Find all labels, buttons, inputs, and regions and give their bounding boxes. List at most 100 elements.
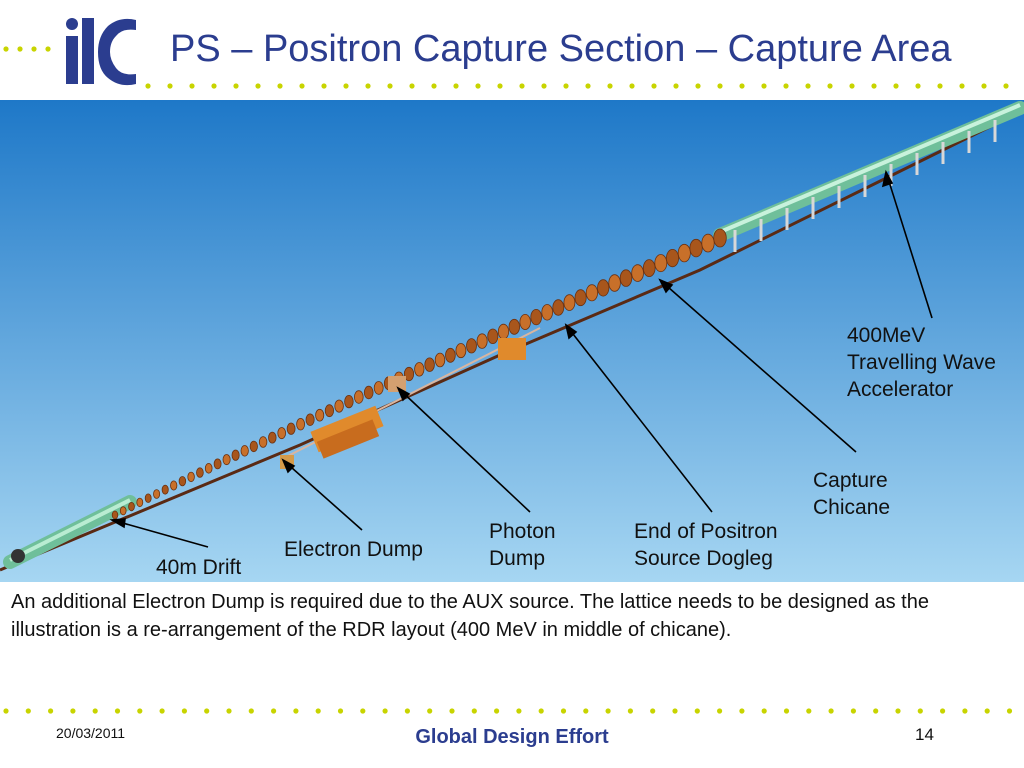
pointer-electron-dump-head xyxy=(281,458,296,474)
magnet xyxy=(414,362,425,377)
magnet xyxy=(144,493,152,503)
pointer-accelerator xyxy=(885,171,933,319)
decorative-dot xyxy=(871,83,877,89)
magnet xyxy=(128,501,135,512)
decorative-dot xyxy=(873,708,879,714)
decorative-dot xyxy=(981,83,987,89)
decorative-dot xyxy=(519,83,525,89)
magnet xyxy=(487,328,499,345)
magnet xyxy=(136,497,144,508)
magnet xyxy=(642,259,656,278)
decorative-dot xyxy=(497,83,503,89)
decorative-dot xyxy=(959,83,965,89)
magnet xyxy=(497,323,510,340)
decorative-dot xyxy=(937,83,943,89)
decorative-dot xyxy=(70,708,76,714)
decorative-dot xyxy=(717,83,723,89)
magnet xyxy=(597,279,610,297)
pointer-photon-dump xyxy=(397,387,531,513)
photon-dump xyxy=(388,338,526,392)
magnet xyxy=(574,289,587,307)
magnet xyxy=(363,385,374,400)
decorative-dot xyxy=(494,708,500,714)
decorative-dot xyxy=(255,83,261,89)
magnet xyxy=(213,458,222,470)
decorative-dot xyxy=(516,708,522,714)
decorative-dot xyxy=(3,46,9,52)
decorative-dot xyxy=(277,83,283,89)
decorative-dot xyxy=(17,46,23,52)
decorative-dot xyxy=(694,708,700,714)
decorative-dot xyxy=(651,83,657,89)
decorative-dot xyxy=(560,708,567,714)
magnet xyxy=(530,309,542,326)
magnet xyxy=(305,413,315,426)
magnet xyxy=(424,357,435,372)
magnet xyxy=(466,338,477,354)
decorative-dot xyxy=(1003,83,1009,89)
magnet xyxy=(334,399,344,413)
decorative-dot xyxy=(607,83,613,89)
decorative-dot xyxy=(849,83,855,89)
decorative-dot xyxy=(627,708,634,714)
footer-date: 20/03/2011 xyxy=(56,725,126,741)
footer-organization: Global Design Effort xyxy=(415,726,609,748)
decorative-dot xyxy=(145,83,151,89)
decorative-dot xyxy=(629,83,635,89)
pointer-accelerator-head xyxy=(881,169,894,188)
decorative-dot xyxy=(167,83,173,89)
page-number: 14 xyxy=(915,725,934,744)
decorative-dot xyxy=(828,708,834,714)
pointer-photon-dump-head xyxy=(396,386,411,402)
decorative-dot xyxy=(321,83,327,89)
decorative-dot xyxy=(541,83,547,89)
decorative-dot xyxy=(427,708,433,714)
decorative-dot xyxy=(917,708,923,714)
drift-pipe xyxy=(3,495,137,569)
magnet xyxy=(701,233,715,253)
magnet xyxy=(170,480,178,491)
decorative-dot xyxy=(45,46,51,52)
magnet xyxy=(161,484,169,495)
label-photon-dump: Photon Dump xyxy=(489,520,556,570)
decorative-dot xyxy=(471,708,477,714)
magnet xyxy=(296,418,306,431)
magnet xyxy=(153,489,161,499)
decorative-dot xyxy=(475,83,481,89)
decorative-dot xyxy=(382,708,388,714)
magnet xyxy=(277,427,287,440)
decorative-dots-header xyxy=(145,83,1009,89)
label-drift: 40m Drift xyxy=(156,556,242,579)
magnet xyxy=(476,333,488,349)
magnet xyxy=(240,445,249,457)
pointer-drift xyxy=(111,519,209,548)
decorative-dot xyxy=(226,708,232,714)
decorative-dot xyxy=(92,708,98,714)
decorative-dot xyxy=(940,708,946,714)
decorative-dot xyxy=(739,83,745,89)
decorative-dot xyxy=(895,708,901,714)
magnet xyxy=(519,313,531,330)
magnet xyxy=(608,274,621,292)
decorative-dot xyxy=(204,708,210,714)
decorative-dot xyxy=(850,708,857,714)
magnet xyxy=(563,294,576,311)
magnet xyxy=(204,462,213,474)
decorative-dot xyxy=(114,708,121,714)
decorative-dot xyxy=(409,83,415,89)
decorative-dot xyxy=(672,708,678,714)
magnet xyxy=(231,449,240,461)
decorative-dot xyxy=(315,708,321,714)
decorative-dot xyxy=(650,708,656,714)
decorative-dot xyxy=(453,83,459,89)
decorative-dot xyxy=(585,83,591,89)
label-pointers xyxy=(109,169,933,548)
magnet xyxy=(187,471,195,483)
decorative-dot xyxy=(181,708,187,714)
decorative-dot xyxy=(827,83,833,89)
magnet xyxy=(631,264,644,282)
decorative-dot xyxy=(299,83,305,89)
decorative-dot xyxy=(159,708,165,714)
page-title: PS – Positron Capture Section – Capture … xyxy=(170,28,952,70)
magnet xyxy=(508,318,521,335)
